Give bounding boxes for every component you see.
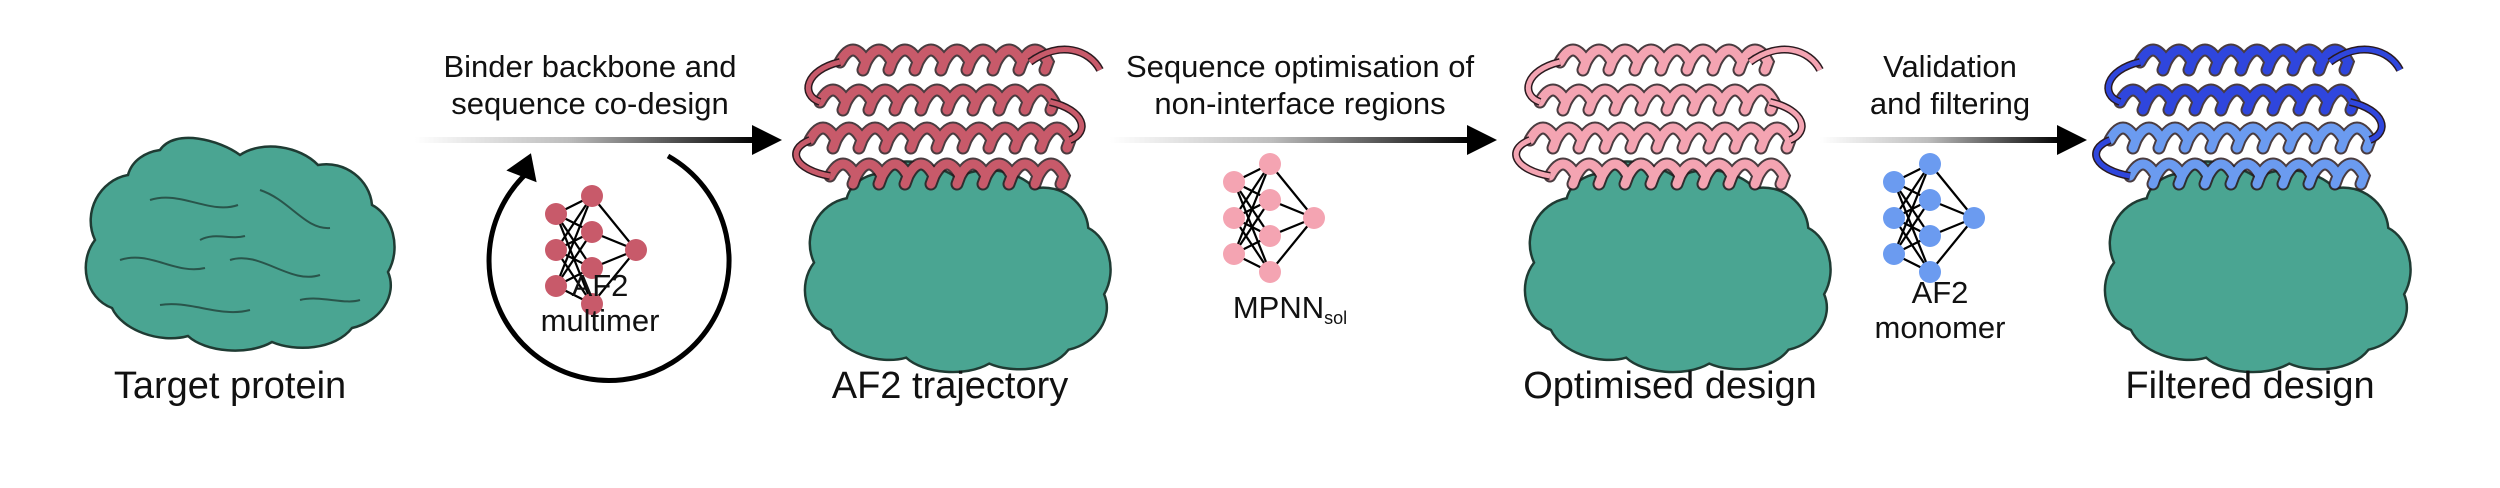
af2-monomer-network-icon — [1883, 153, 1985, 283]
af2-multimer-network-node — [545, 239, 567, 261]
loop-ribbon — [2105, 59, 2141, 105]
network-label-af2-monomer: AF2 monomer — [1874, 275, 2006, 345]
step2-arrow — [1110, 125, 1497, 155]
af2-monomer-network-node — [1919, 153, 1941, 175]
af2-multimer-network-icon — [545, 185, 647, 315]
stage-title-trajectory: AF2 trajectory — [831, 365, 1069, 407]
cycle-arrow-icon — [486, 153, 732, 384]
af2-monomer-network-node — [1883, 207, 1905, 229]
mpnn-sol-network-node — [1259, 225, 1281, 247]
loop-ribbon — [793, 137, 831, 179]
network-label-mpnn-sol: MPNNsol — [1232, 290, 1348, 328]
mpnn-sol-network-edge — [1269, 163, 1315, 219]
af2-multimer-network-node — [545, 275, 567, 297]
mpnn-sol-network-node — [1223, 243, 1245, 265]
af2-multimer-network-node — [581, 221, 603, 243]
mpnn-sol-network-node — [1259, 261, 1281, 283]
mpnn-sol-network-node — [1259, 189, 1281, 211]
loop-ribbon — [805, 59, 841, 105]
helix-ribbon — [805, 123, 1075, 153]
loop-ribbon — [1513, 137, 1551, 179]
helix-ribbon — [2105, 123, 2375, 153]
af2-monomer-network-node — [1963, 207, 1985, 229]
af2-multimer-network-node — [581, 293, 603, 315]
loop-ribbon — [2093, 137, 2131, 179]
target-protein-surface — [84, 136, 396, 352]
loop-ribbon — [1525, 59, 1561, 105]
af2-monomer-network-node — [1883, 171, 1905, 193]
af2-monomer-network-edge — [1892, 163, 1932, 255]
af2-monomer-network-node — [1883, 243, 1905, 265]
helix-ribbon — [2135, 45, 2353, 75]
af2-monomer-network-node — [1919, 189, 1941, 211]
af2-monomer-network-node — [1919, 261, 1941, 283]
helix-ribbon — [835, 45, 1053, 75]
af2-multimer-network-edge — [554, 195, 594, 287]
mpnn-sol-network-node — [1303, 207, 1325, 229]
filtered-binder-helices — [2092, 43, 2404, 191]
mpnn-sol-network-edge — [1232, 163, 1272, 255]
helix-ribbon — [1535, 85, 1779, 115]
stage-title-filtered: Filtered design — [2125, 365, 2375, 407]
network-label-af2-multimer: AF2 multimer — [540, 268, 660, 338]
step1-label: Binder backbone and sequence co-design — [443, 49, 737, 121]
af2-monomer-network-edge — [1929, 217, 1975, 273]
loop-ribbon — [1748, 47, 1823, 72]
af2-multimer-network-node — [545, 203, 567, 225]
loop-ribbon — [2328, 47, 2403, 72]
stage-title-target: Target protein — [113, 365, 347, 407]
optimised-binder-helices — [1512, 43, 1824, 191]
trajectory-binder-helices — [792, 43, 1104, 191]
af2-multimer-network-edge — [591, 249, 637, 305]
af2-multimer-network-node — [581, 185, 603, 207]
trajectory-structure — [792, 43, 1112, 374]
helix-ribbon — [815, 85, 1059, 115]
helix-ribbon — [1525, 123, 1795, 153]
mpnn-sol-network-node — [1259, 153, 1281, 175]
mpnn-sol-network-node — [1223, 207, 1245, 229]
filtered-structure — [2092, 43, 2412, 374]
helix-ribbon — [2115, 85, 2359, 115]
optimised-structure — [1512, 43, 1832, 374]
loop-ribbon — [1769, 99, 1804, 143]
helix-ribbon — [2125, 159, 2369, 189]
helix-ribbon — [825, 159, 1069, 189]
af2-monomer-network-edge — [1929, 163, 1975, 219]
loop-ribbon — [1049, 99, 1084, 143]
mpnn-sol-network-edge — [1269, 217, 1315, 273]
step3-arrow — [1820, 125, 2087, 155]
af2-multimer-network-node — [625, 239, 647, 261]
mpnn-sol-network-node — [1223, 171, 1245, 193]
af2-multimer-network-node — [581, 257, 603, 279]
helix-ribbon — [1555, 45, 1773, 75]
mpnn-sol-network-icon — [1223, 153, 1325, 283]
step2-label: Sequence optimisation of non-interface r… — [1125, 49, 1475, 121]
loop-ribbon — [1028, 47, 1103, 72]
loop-ribbon — [2349, 99, 2384, 143]
af2-monomer-network-node — [1919, 225, 1941, 247]
af2-multimer-network-edge — [591, 195, 637, 251]
stage-title-optimised: Optimised design — [1523, 365, 1817, 407]
step1-arrow — [415, 125, 782, 155]
step3-label: Validation and filtering — [1869, 49, 2031, 121]
helix-ribbon — [1545, 159, 1789, 189]
